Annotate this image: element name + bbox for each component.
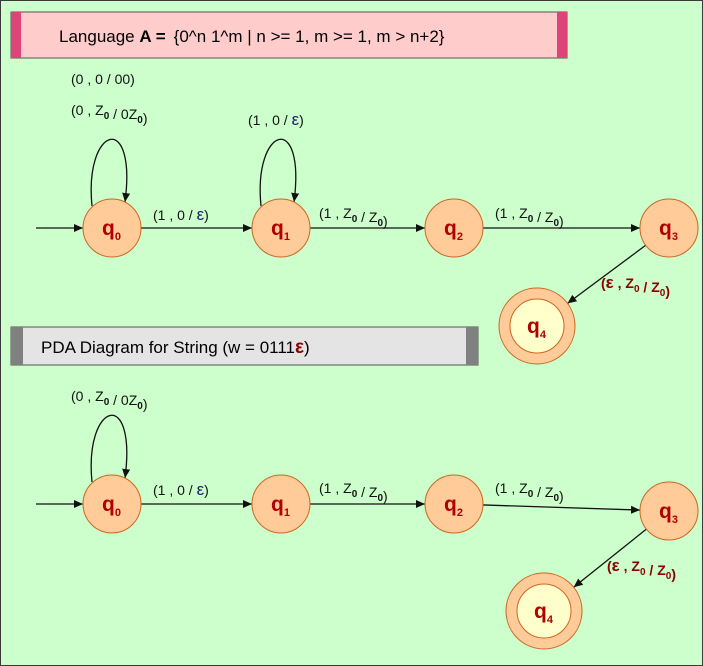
state-q4: q4 [505, 572, 583, 650]
transition-label-q0-q1: (1 , 0 / ε) [153, 480, 209, 499]
transition-label-q0-q0: (0 , 0 / 00) [71, 71, 135, 87]
transition-label-q2-q3: (1 , Z0 / Z0) [495, 205, 564, 229]
transition-label-q2-q3: (1 , Z0 / Z0) [495, 480, 564, 504]
transition-label-q1-q2: (1 , Z0 / Z0) [319, 205, 388, 229]
state-q0: q0 [82, 474, 142, 534]
pda-banner-cap-right [466, 327, 478, 365]
pda-banner-prefix: PDA Diagram for String (w = 0111 [41, 338, 295, 357]
state-label-q4: q4 [534, 600, 554, 626]
state-q3: q3 [639, 198, 699, 258]
language-definition: {0^n 1^m | n >= 1, m >= 1, m > n+2} [174, 27, 445, 46]
state-label-q3: q3 [659, 217, 678, 243]
state-q2: q2 [424, 198, 484, 258]
state-label-q0: q0 [102, 217, 121, 243]
transition-label-q0-q1: (1 , 0 / ε) [153, 205, 209, 224]
pda-banner-box [10, 326, 479, 366]
state-q4: q4 [498, 287, 576, 365]
language-banner: Language A = {0^n 1^m | n >= 1, m >= 1, m… [10, 11, 568, 59]
state-q3: q3 [639, 481, 699, 541]
self-loop-q0 [90, 138, 131, 207]
state-label-q3: q3 [659, 500, 678, 526]
state-q1: q1 [251, 198, 311, 258]
self-loop-q1 [259, 138, 300, 207]
transition-label-q0-q0: (0 , Z0 / 0Z0) [71, 102, 148, 126]
edge-q2-q3 [482, 504, 641, 514]
language-pda-diagram: (0 , 0 / 00) (0 , Z0 / 0Z0) (1 , 0 / ε) (1 … [36, 71, 699, 365]
language-banner-symbol: A = [139, 27, 165, 46]
state-q0: q0 [82, 198, 142, 258]
edge-q3-q4 [567, 244, 647, 304]
state-label-q4: q4 [527, 315, 547, 341]
pda-banner-text: PDA Diagram for String (w = 0111ε) [41, 337, 310, 358]
edge-q3-q4 [573, 528, 647, 588]
state-q2: q2 [424, 474, 484, 534]
transition-label-q1-q2: (1 , Z0 / Z0) [319, 480, 388, 504]
pda-banner-epsilon: ε [295, 337, 304, 358]
string-pda-diagram: (0 , Z0 / 0Z0) (1 , 0 / ε) (1 , Z0 / Z0) (1… [36, 388, 699, 650]
transition-label-q3-q4: (ε , Z0 / Z0) [601, 273, 670, 299]
pda-banner-cap-left [11, 327, 23, 365]
state-label-q2: q2 [444, 217, 463, 243]
state-q1: q1 [251, 474, 311, 534]
transition-label-q3-q4: (ε , Z0 / Z0) [607, 556, 676, 582]
transition-label-q1-q1: (1 , 0 / ε) [248, 110, 304, 129]
transition-label-q0-q0: (0 , Z0 / 0Z0) [71, 388, 148, 412]
language-banner-text: Language A = {0^n 1^m | n >= 1, m >= 1, m… [59, 27, 445, 46]
state-label-q1: q1 [271, 217, 290, 243]
language-banner-prefix: Language [59, 27, 139, 46]
pda-banner-suffix: ) [304, 338, 310, 357]
state-label-q0: q0 [102, 493, 121, 519]
language-banner-cap-right [557, 12, 567, 58]
language-banner-cap-left [11, 12, 21, 58]
pda-banner: PDA Diagram for String (w = 0111ε) [10, 326, 479, 366]
self-loop-q0 [90, 414, 131, 483]
language-banner-box [10, 11, 568, 59]
state-label-q2: q2 [444, 493, 463, 519]
state-label-q1: q1 [271, 493, 290, 519]
